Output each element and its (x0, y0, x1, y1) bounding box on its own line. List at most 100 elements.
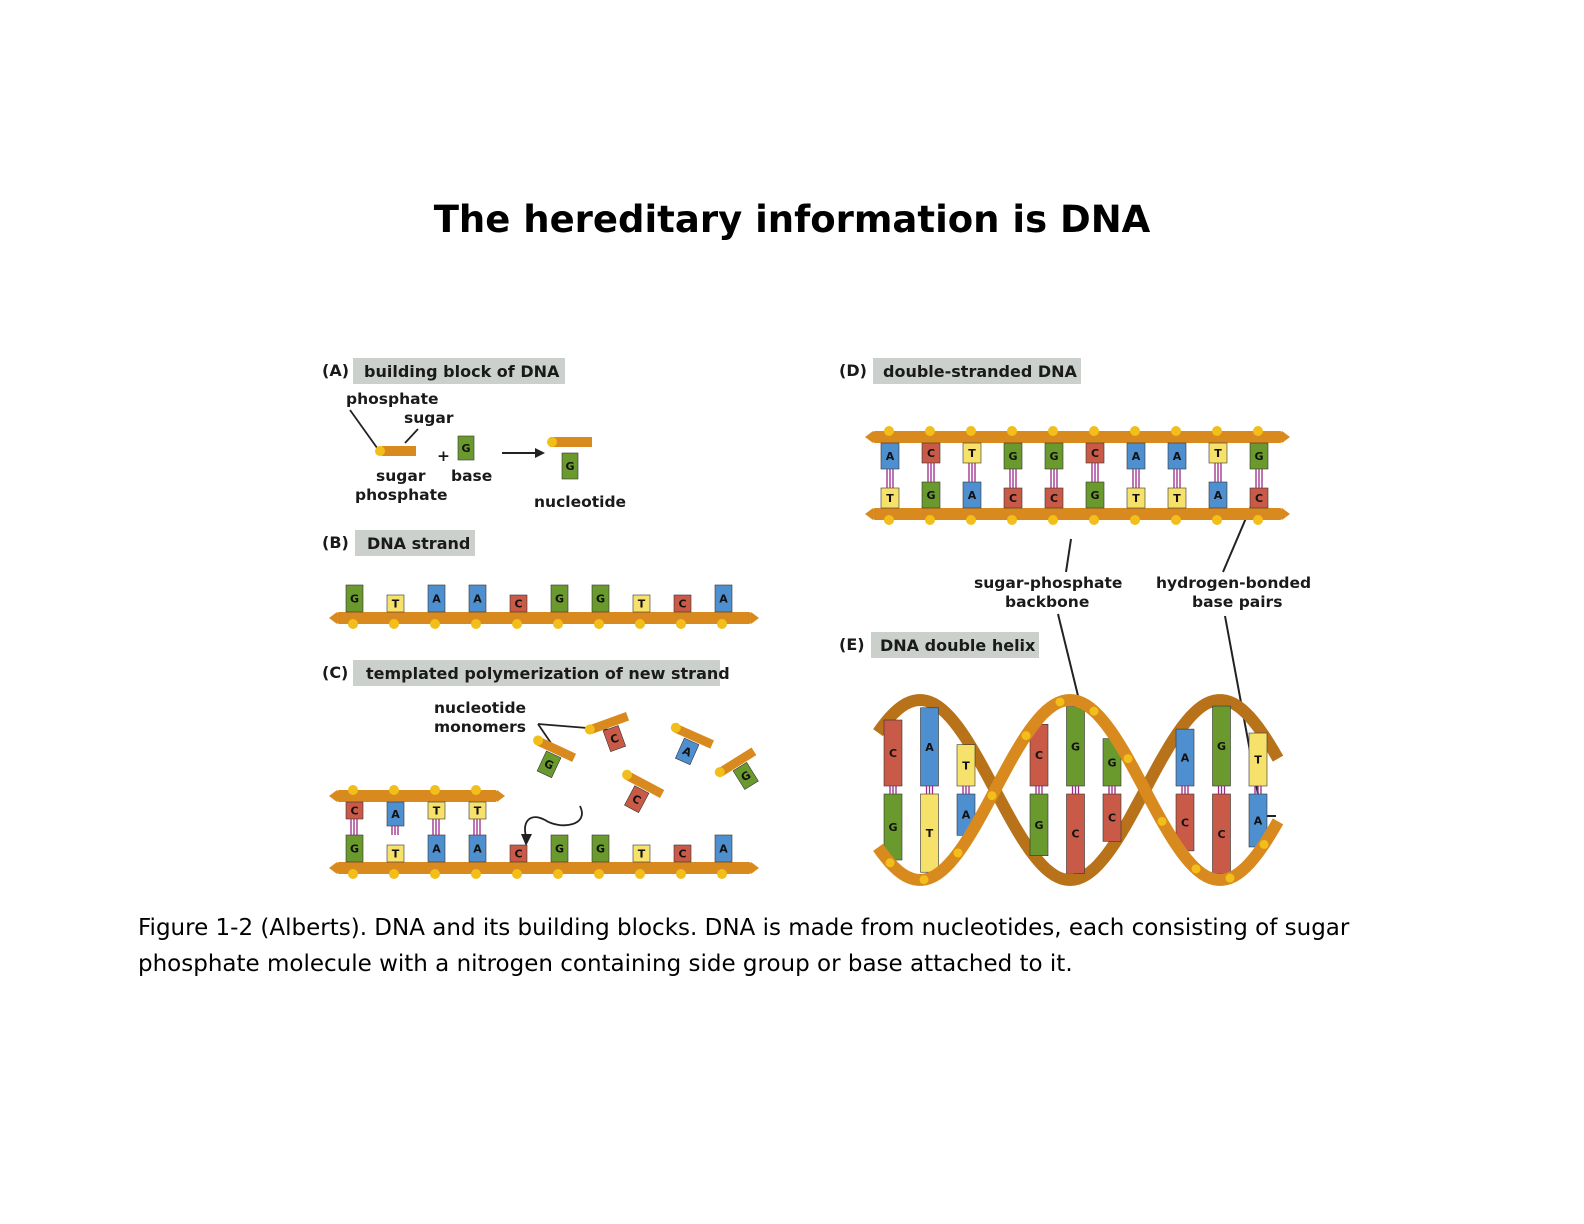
backbone-pointer-up (1065, 538, 1072, 573)
panel-d-tag (873, 358, 1081, 384)
phosphate-bead (635, 619, 645, 629)
base-block-A (714, 584, 733, 613)
phosphate-bead (1130, 515, 1140, 525)
base-letter-G: G (926, 489, 935, 502)
panel-a-labels: phosphate sugar + sugar phosphate base n… (346, 390, 626, 511)
strand-base-4: C (509, 594, 528, 613)
base-letter-A: A (968, 489, 977, 502)
phosphate-bead (512, 619, 522, 629)
phosphate-bead (584, 724, 595, 735)
base-block-A (468, 584, 487, 613)
helix-bond-6 (1108, 786, 1116, 794)
helix-pair-9-bottom: C (1212, 793, 1231, 875)
free-monomer-2: C (622, 769, 665, 814)
panel-c-labels: nucleotide monomers (434, 699, 613, 846)
base-letter-C: C (678, 598, 686, 611)
panel-d-bond-4 (1050, 469, 1058, 488)
panel-d-bond-1 (927, 463, 935, 482)
base-letter-A: A (432, 593, 441, 606)
template-base-4: C (509, 844, 528, 863)
base-letter-A: A (432, 843, 441, 856)
base-letter-C: C (1071, 828, 1079, 841)
base-letter-A: A (473, 843, 482, 856)
phosphate-bead (925, 426, 935, 436)
base-letter-T: T (968, 447, 976, 460)
monomer-sugar (717, 747, 757, 777)
phosphate-bead (547, 437, 557, 447)
phosphate-bead (594, 619, 604, 629)
sugar-phosphate-unit (382, 446, 416, 456)
base-letter-G: G (555, 843, 564, 856)
phosphate-pointer (349, 409, 381, 453)
backbone-bar (337, 862, 751, 874)
template-base-2: A (427, 834, 446, 863)
monomer-base: G (536, 750, 562, 779)
phosphate-bead (471, 869, 481, 879)
base-block-G (536, 750, 562, 779)
phosphate-bead (884, 426, 894, 436)
panel-e-title: DNA double helix (880, 636, 1036, 655)
phosphate-bead (714, 767, 725, 778)
phosphate-bead (966, 426, 976, 436)
base-letter-C: C (1050, 492, 1058, 505)
base-letter-C: C (927, 447, 935, 460)
monomer-base: C (602, 725, 627, 753)
phosphate-bead (1048, 515, 1058, 525)
panel-b-letter: (B) (322, 533, 349, 552)
panel-c-bond-2 (432, 819, 440, 835)
helix-bond-1 (925, 786, 934, 794)
base-block-C (602, 725, 627, 753)
bottom-base-4: C (1044, 487, 1064, 509)
bottom-base-8: A (1208, 481, 1228, 509)
phosphate-bead (1253, 426, 1263, 436)
helix-pair-5-bottom: C (1066, 793, 1085, 874)
panel-a-header: (A) building block of DNA (322, 358, 565, 384)
base-letter-G: G (1071, 740, 1080, 753)
panel-d-bond-7 (1173, 469, 1181, 488)
free-monomer-4: G (714, 747, 759, 790)
phosphate-bead (512, 869, 522, 879)
phosphate-bead (1007, 515, 1017, 525)
base-letter-C: C (1091, 447, 1099, 460)
helix-pair-1-bottom: T (920, 793, 939, 873)
backbone-bar (337, 790, 497, 802)
base-letter-T: T (392, 848, 400, 861)
phosphate-bead (1212, 515, 1222, 525)
panel-b-header: (B) DNA strand (322, 530, 475, 556)
panel-d-bottom-backbone (865, 508, 1290, 525)
backbone-end (497, 790, 505, 802)
base-letter-A: A (925, 741, 934, 754)
strand-base-6: G (591, 584, 610, 613)
helix-bond-10 (1254, 786, 1262, 794)
helix-bond-0 (889, 786, 897, 794)
base-block-C (509, 594, 528, 613)
base-block-G (550, 834, 569, 863)
backbone-start (329, 612, 337, 624)
free-monomer-1: C (584, 712, 630, 753)
helix-strand-back (873, 694, 1284, 887)
phosphate-bead (635, 869, 645, 879)
free-base: G (457, 435, 475, 461)
base-block-G (591, 584, 610, 613)
helix-bead (1157, 816, 1167, 826)
backbone-label-line1: sugar-phosphate (974, 574, 1122, 592)
sugar-phosphate-label-line1: sugar (376, 467, 426, 485)
panel-c-template-backbone (329, 862, 759, 879)
panel-c-header: (C) templated polymerization of new stra… (322, 660, 730, 686)
helix-bond-9 (1217, 786, 1226, 794)
panel-b-backbone (329, 612, 759, 629)
base-letter-G: G (596, 593, 605, 606)
template-base-8: C (673, 844, 692, 863)
panel-a-letter: (A) (322, 361, 349, 380)
base-letter-A: A (719, 593, 728, 606)
phosphate-bead (884, 515, 894, 525)
panel-d-bond-3 (1009, 469, 1017, 488)
monomers-label-line2: monomers (434, 718, 526, 736)
helix-pair-4-bottom: G (1029, 793, 1049, 856)
base-block-C (673, 844, 692, 863)
panel-b-title: DNA strand (367, 534, 470, 553)
helix-pair-6-bottom: C (1102, 793, 1122, 842)
panel-d-top-backbone (865, 426, 1290, 443)
helix-pair-5-top: G (1066, 706, 1085, 787)
